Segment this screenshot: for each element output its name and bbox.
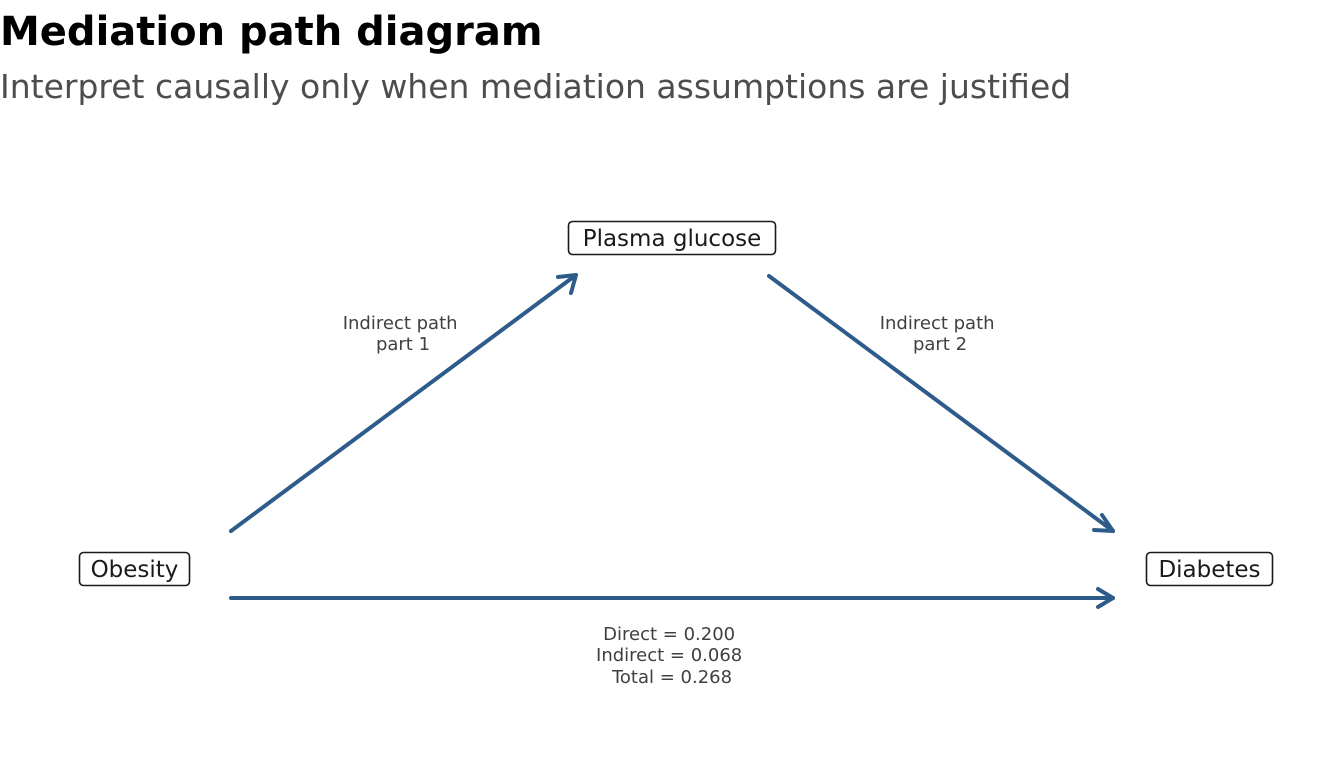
arrowhead-path-a: [556, 273, 578, 295]
node-mediator-label: Plasma glucose: [583, 226, 762, 252]
arrowhead-path-b: [1092, 513, 1115, 533]
node-exposure: Obesity: [78, 551, 191, 587]
page-title: Mediation path diagram: [0, 9, 543, 55]
edge-label-direct-effect: Direct = 0.200: [603, 624, 735, 645]
edge-label-path-a-line2: part 1: [376, 334, 430, 355]
edge-label-path-b-line1: Indirect path: [880, 313, 995, 334]
node-outcome-box: [1145, 551, 1274, 587]
edge-line-path-b: [767, 274, 1115, 533]
edge-label-path-a: Indirect path part 1: [343, 313, 464, 355]
edge-label-total-effect: Total = 0.268: [611, 667, 732, 688]
edge-label-path-a-line1: Indirect path: [343, 313, 458, 334]
node-exposure-label: Obesity: [91, 557, 179, 583]
edge-label-path-b: Indirect path part 2: [880, 313, 1001, 355]
arrowhead-direct: [1096, 587, 1115, 609]
node-exposure-box: [78, 551, 191, 587]
edge-line-path-a: [229, 273, 578, 533]
node-mediator: Plasma glucose: [567, 220, 777, 256]
page-subtitle: Interpret causally only when mediation a…: [0, 67, 1072, 106]
edge-label-path-b-line2: part 2: [913, 334, 967, 355]
node-outcome: Diabetes: [1145, 551, 1274, 587]
edge-mediator-to-outcome: [767, 274, 1115, 533]
edge-label-direct: Direct = 0.200 Indirect = 0.068 Total = …: [596, 624, 748, 688]
node-outcome-label: Diabetes: [1158, 557, 1260, 583]
node-mediator-box: [567, 220, 777, 256]
edge-exposure-to-outcome: [229, 587, 1115, 609]
edge-exposure-to-mediator: [229, 273, 578, 533]
edge-label-indirect-effect: Indirect = 0.068: [596, 645, 742, 666]
